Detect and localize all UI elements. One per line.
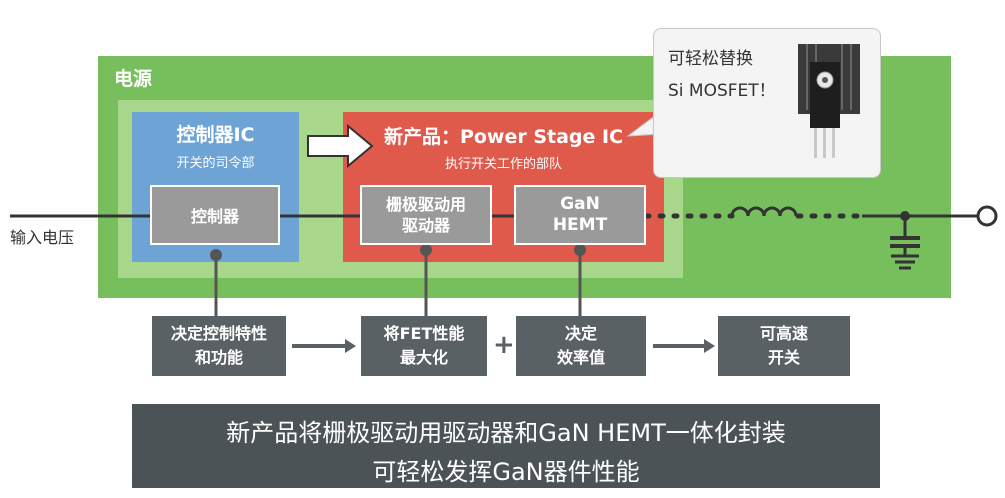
gan-hemt-label: GaN HEMT <box>552 194 608 235</box>
fast-switch-label: 可高速 开关 <box>759 324 808 367</box>
decide-efficiency-box: 决定 效率值 <box>516 316 646 376</box>
input-voltage-label: 输入电压 <box>10 228 75 247</box>
output-terminal-icon <box>976 205 998 227</box>
flow-arrow-icon <box>307 123 374 169</box>
power-stage-subtitle: 执行开关工作的部队 <box>444 157 562 172</box>
summary-line-1: 新产品将栅极驱动用驱动器和GaN HEMT一体化封装 <box>226 419 786 447</box>
controller-ic-subtitle: 开关的司令部 <box>176 156 255 171</box>
fast-switch-box: 可高速 开关 <box>718 316 850 376</box>
inductor-symbol <box>730 206 798 217</box>
gate-driver-label: 栅极驱动用 驱动器 <box>385 195 466 235</box>
decide-control-label: 决定控制特性 和功能 <box>170 324 267 367</box>
decide-control-box: 决定控制特性 和功能 <box>152 316 286 376</box>
callout-line-2: Si MOSFET！ <box>668 81 776 101</box>
plus-sign: + <box>493 330 515 360</box>
summary-banner <box>132 404 880 488</box>
controller-box: 控制器 <box>150 185 280 245</box>
power-supply-title: 电源 <box>114 68 153 90</box>
callout-line-1: 可轻松替换 <box>668 49 753 69</box>
summary-line-2: 可轻松发挥GaN器件性能 <box>372 458 640 486</box>
decide-efficiency-label: 决定 效率值 <box>556 324 605 367</box>
controller-box-label: 控制器 <box>190 207 239 226</box>
maximize-fet-box: 将FET性能 最大化 <box>361 316 487 376</box>
gate-driver-box: 栅极驱动用 驱动器 <box>360 185 492 245</box>
gan-hemt-box: GaN HEMT <box>514 185 646 245</box>
maximize-fet-label: 将FET性能 最大化 <box>383 324 465 367</box>
controller-ic-title: 控制器IC <box>176 124 255 146</box>
power-stage-title: 新产品：Power Stage IC <box>383 126 624 148</box>
